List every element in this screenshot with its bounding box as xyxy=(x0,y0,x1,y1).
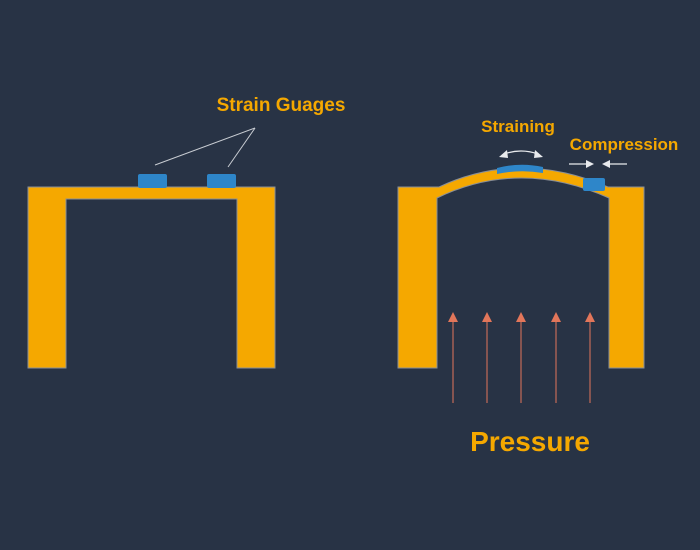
right-gauge-compression xyxy=(583,178,605,191)
straining-arrowhead-right xyxy=(534,150,543,158)
leader-line-1 xyxy=(154,127,256,166)
right-gauge-straining xyxy=(497,164,543,174)
straining-arrowhead-left xyxy=(499,150,508,158)
straining-label: Straining xyxy=(481,117,555,136)
left-gauge-2 xyxy=(207,174,236,188)
pressure-label: Pressure xyxy=(470,426,590,457)
pressure-arrow-4-head xyxy=(551,312,561,322)
leader-line-2 xyxy=(227,127,256,168)
left-gauge-1 xyxy=(138,174,167,188)
unpressurized-frame: Strain Guages xyxy=(27,95,346,369)
pressure-arrow-1-head xyxy=(448,312,458,322)
pressure-arrow-3-head xyxy=(516,312,526,322)
pressure-arrow-5-head xyxy=(585,312,595,322)
pressure-arrows xyxy=(448,312,595,403)
compression-arrowhead-left xyxy=(586,160,594,168)
pressure-arrow-2-head xyxy=(482,312,492,322)
left-frame-body xyxy=(27,186,276,369)
pressurized-frame: Straining Compression Pressure xyxy=(397,117,679,457)
strain-gauges-label: Strain Guages xyxy=(217,95,346,116)
right-frame-body xyxy=(397,167,645,369)
compression-label: Compression xyxy=(570,135,679,154)
compression-arrowhead-right xyxy=(602,160,610,168)
